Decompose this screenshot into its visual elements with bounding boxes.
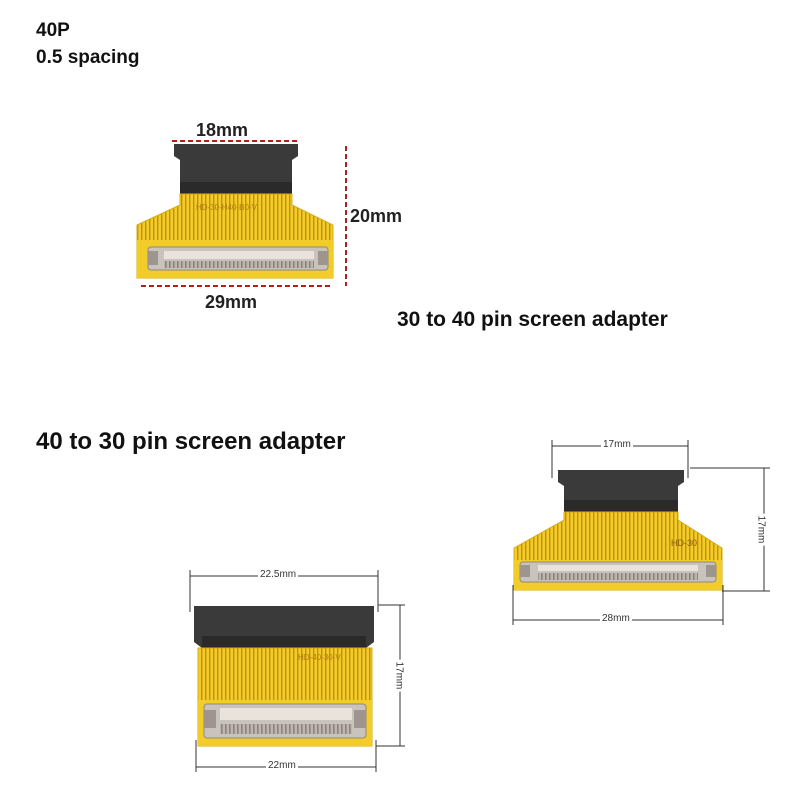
- large-dim-top: 22.5mm: [258, 569, 299, 580]
- adapter-30-to-40-image: [136, 140, 347, 287]
- small-dim-side: 17mm: [755, 513, 767, 546]
- large-dim-bottom: 22mm: [266, 760, 298, 771]
- adapter-40-to-30-large-image: [189, 570, 405, 772]
- dim-bottom-29mm: 29mm: [205, 292, 258, 312]
- small-dim-top: 17mm: [601, 439, 633, 450]
- small-dim-bottom: 28mm: [600, 613, 632, 624]
- dim-side-20mm: 20mm: [350, 206, 403, 226]
- pin-count-label: 40P: [36, 20, 70, 41]
- spacing-label: 0.5 spacing: [36, 47, 140, 68]
- title-40-to-30: 40 to 30 pin screen adapter: [36, 428, 346, 455]
- title-30-to-40: 30 to 40 pin screen adapter: [397, 308, 668, 331]
- large-dim-side: 17mm: [393, 659, 405, 692]
- board-print-small: HD-30: [671, 538, 698, 548]
- dim-top-18mm: 18mm: [196, 120, 249, 140]
- board-print-1: HD-30-H40-B0-V: [196, 203, 257, 212]
- adapter-40-to-30-small-image: [512, 440, 770, 625]
- board-print-large: HD-40-30-V: [298, 653, 341, 662]
